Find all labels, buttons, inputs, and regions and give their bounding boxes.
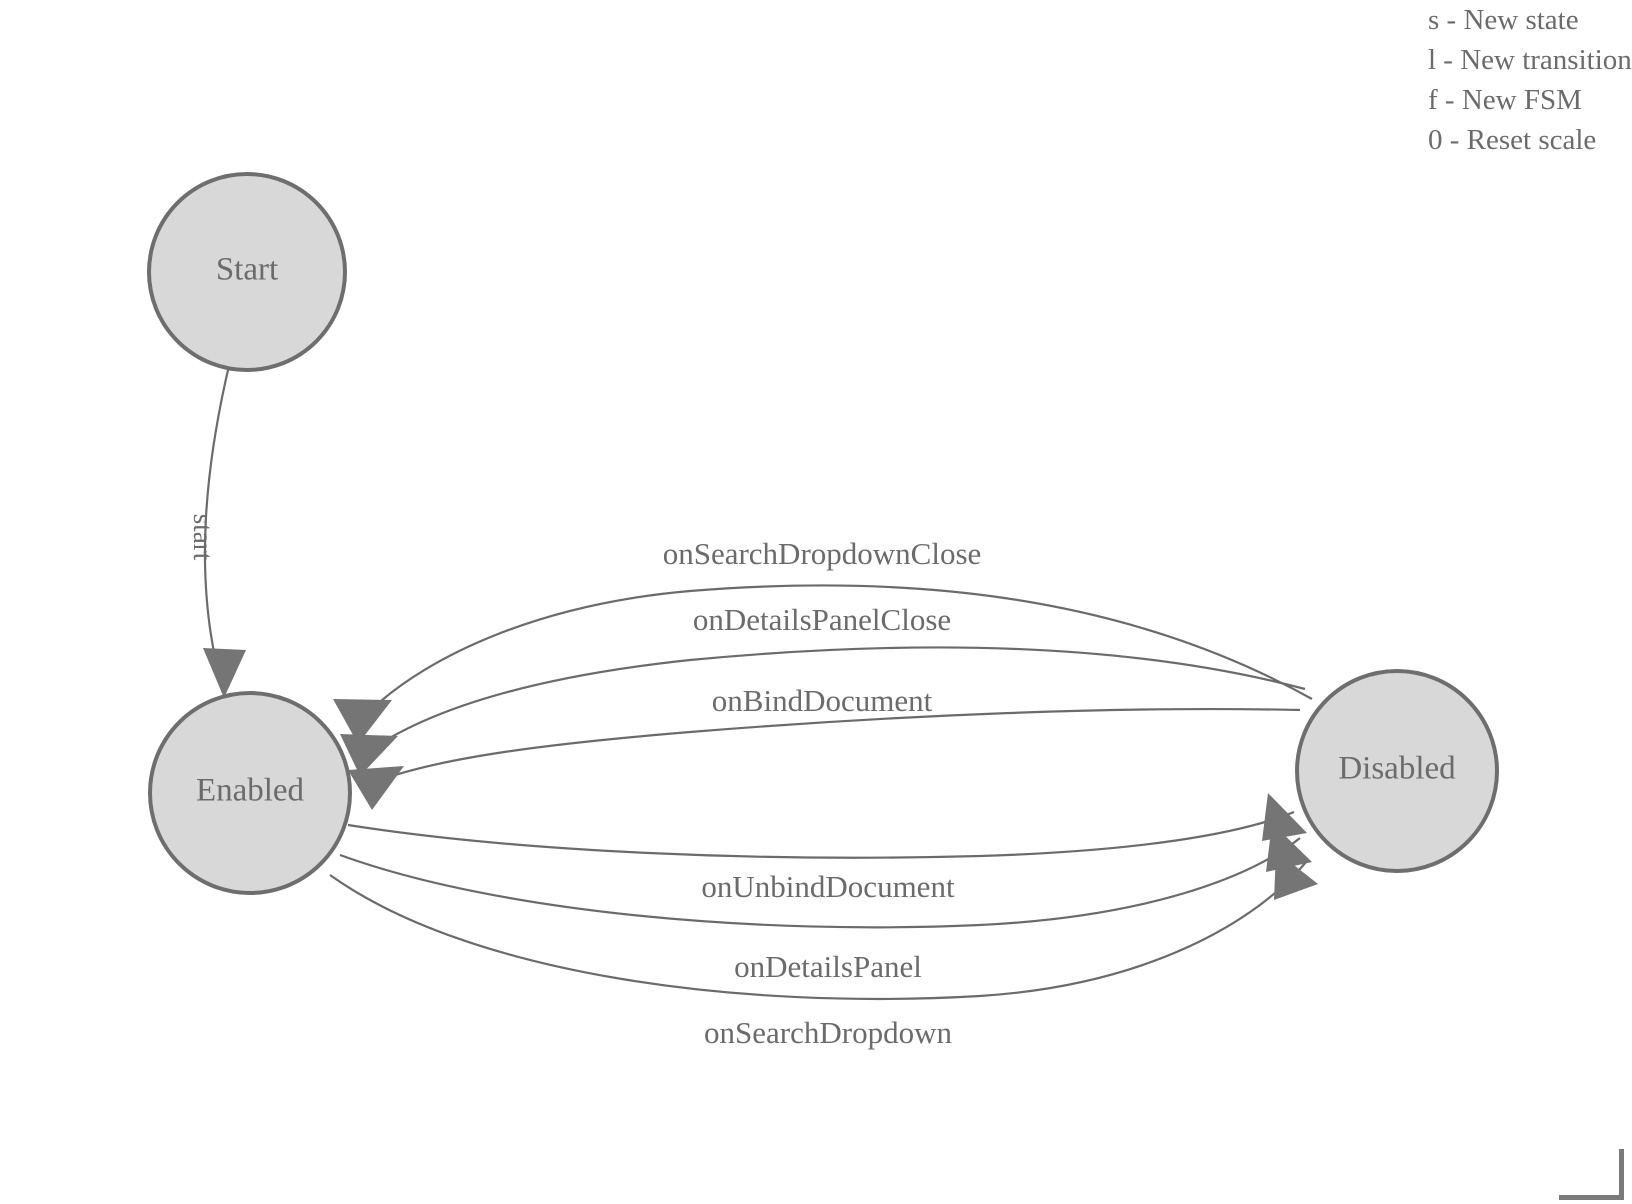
edge-label-onsearchdropdown: onSearchDropdown	[704, 1015, 952, 1050]
edge-path-ondetailspanelclose[interactable]	[377, 646, 1306, 746]
state-node-disabled[interactable]: Disabled	[1295, 669, 1499, 873]
state-node-enabled-circle[interactable]	[148, 691, 352, 895]
edge-disabled-to-enabled-binddocument[interactable]: onBindDocument	[348, 683, 1301, 810]
state-node-disabled-label: Disabled	[1338, 751, 1456, 787]
edge-start-to-enabled[interactable]: start	[188, 369, 246, 698]
edge-path-onsearchdropdownclose[interactable]	[371, 584, 1313, 710]
edge-path-onsearchdropdown[interactable]	[329, 861, 1307, 1001]
state-node-enabled[interactable]: Enabled	[148, 691, 352, 895]
edge-label-ondetailspanelclose: onDetailsPanelClose	[693, 602, 951, 637]
canvas-corner-bracket	[1559, 1149, 1624, 1200]
edge-path-ondetailspanel[interactable]	[339, 837, 1301, 929]
edge-path-start[interactable]	[203, 369, 230, 663]
edge-path-onunbinddocument[interactable]	[347, 810, 1295, 859]
edge-label-ondetailspanel: onDetailsPanel	[734, 949, 922, 984]
edge-arrowhead-onsearchdropdownclose	[333, 699, 392, 744]
edge-arrowhead-ondetailspanelclose	[340, 734, 398, 776]
state-node-start-label: Start	[216, 252, 278, 288]
edge-enabled-to-disabled-detailspanel[interactable]: onDetailsPanel	[339, 823, 1312, 984]
state-node-start[interactable]: Start	[147, 172, 347, 372]
edge-label-onunbinddocument: onUnbindDocument	[701, 869, 955, 904]
edge-label-onbinddocument: onBindDocument	[712, 683, 933, 718]
edge-disabled-to-enabled-detailspanelclose[interactable]: onDetailsPanelClose	[340, 602, 1306, 776]
state-node-disabled-circle[interactable]	[1295, 669, 1499, 873]
edge-label-onsearchdropdownclose: onSearchDropdownClose	[663, 536, 982, 571]
edge-enabled-to-disabled-searchdropdown[interactable]: onSearchDropdown	[329, 851, 1318, 1050]
edge-label-start: start	[188, 514, 218, 561]
edge-path-onbinddocument[interactable]	[385, 707, 1301, 780]
edge-arrowhead-start	[203, 648, 246, 698]
edge-arrowhead-onbinddocument	[348, 766, 404, 810]
state-node-enabled-label: Enabled	[196, 773, 305, 809]
edge-arrowhead-onsearchdropdown	[1274, 851, 1318, 900]
edge-enabled-to-disabled-unbinddocument[interactable]: onUnbindDocument	[347, 793, 1307, 904]
edge-disabled-to-enabled-searchdropdownclose[interactable]: onSearchDropdownClose	[333, 536, 1313, 744]
state-node-start-circle[interactable]	[147, 172, 347, 372]
